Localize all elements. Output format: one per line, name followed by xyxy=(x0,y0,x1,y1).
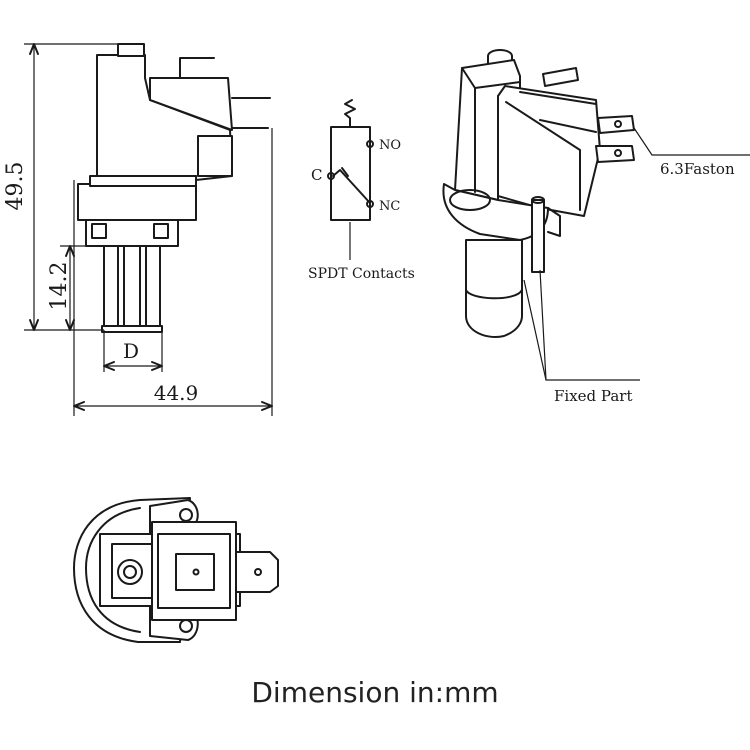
schematic-no-label: NO xyxy=(379,138,401,153)
side-view xyxy=(24,43,273,416)
spdt-schematic xyxy=(327,99,374,260)
schematic-common-label: C xyxy=(311,166,322,184)
callout-terminal-label: 6.3Faston xyxy=(660,160,735,178)
schematic-nc-label: NC xyxy=(379,199,400,214)
isometric-view xyxy=(442,49,750,381)
bottom-view xyxy=(73,497,279,643)
footer-caption: Dimension in:mm xyxy=(251,676,499,709)
schematic-caption: SPDT Contacts xyxy=(308,266,415,282)
dimension-diameter-label: D xyxy=(123,339,139,363)
dimension-width-total-label: 44.9 xyxy=(154,381,199,405)
dimension-height-pins-label: 14.2 xyxy=(47,262,72,311)
dimension-height-total-label: 49.5 xyxy=(3,162,28,211)
callout-fixed-part-label: Fixed Part xyxy=(554,387,632,405)
